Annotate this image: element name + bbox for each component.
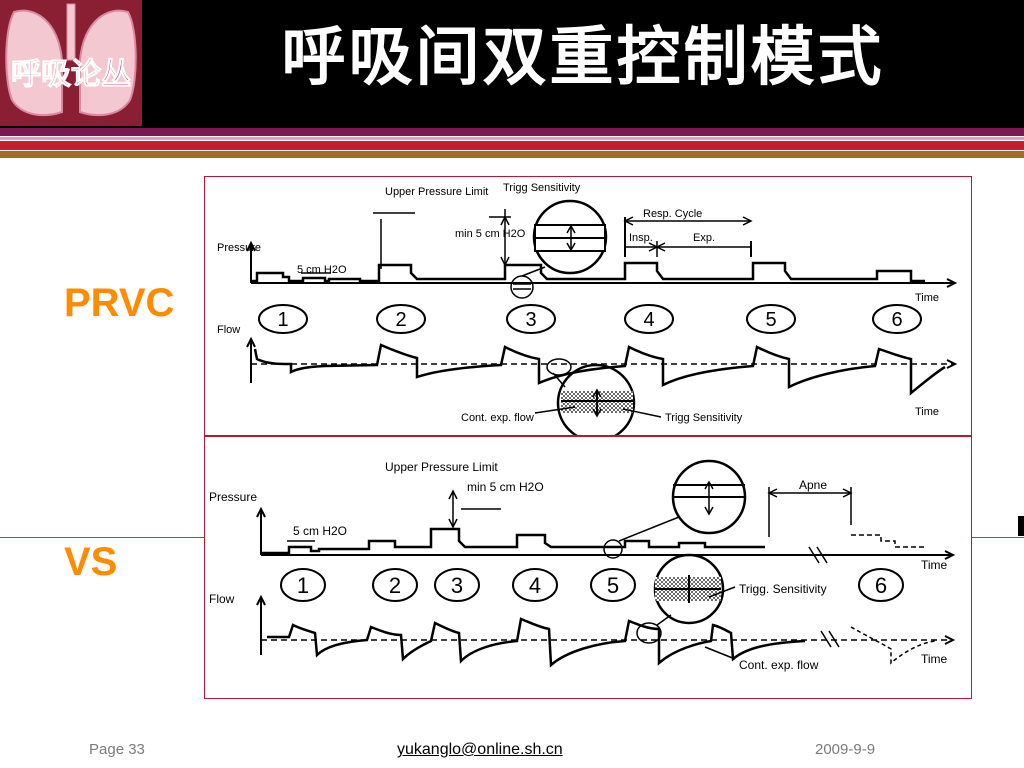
edge-mark bbox=[1018, 516, 1024, 536]
breath-5: 5 bbox=[607, 573, 619, 598]
cont-exp-flow-label: Cont. exp. flow bbox=[739, 658, 819, 672]
upper-limit-label: Upper Pressure Limit bbox=[385, 460, 498, 474]
upper-limit-label: Upper Pressure Limit bbox=[385, 186, 488, 198]
logo-text: 呼吸论丛 bbox=[11, 57, 131, 92]
pressure-axis-label: Pressure bbox=[217, 242, 261, 254]
breath-4: 4 bbox=[529, 573, 541, 598]
stripe-brown bbox=[0, 151, 1024, 158]
lung-logo: 呼吸论丛 bbox=[0, 0, 142, 126]
trigg-sensitivity-top-label: Trigg Sensitivity bbox=[503, 182, 581, 194]
breath-5: 5 bbox=[765, 309, 776, 331]
header-bar: 呼吸论丛 呼吸间双重控制模式 bbox=[0, 0, 1024, 128]
stripe-purple bbox=[0, 128, 1024, 136]
breath-2: 2 bbox=[389, 573, 401, 598]
breath-3: 3 bbox=[451, 573, 463, 598]
trigg-sensitivity-label: Trigg. Sensitivity bbox=[739, 582, 827, 596]
min-5cm-label: min 5 cm H2O bbox=[467, 480, 544, 494]
breath-6: 6 bbox=[891, 309, 902, 331]
flow-axis-label: Flow bbox=[217, 324, 240, 336]
breath-2: 2 bbox=[395, 309, 406, 331]
pressure-axis-label: Pressure bbox=[209, 490, 257, 504]
cont-exp-flow-label: Cont. exp. flow bbox=[461, 412, 534, 424]
breath-3: 3 bbox=[525, 309, 536, 331]
resp-cycle-label: Resp. Cycle bbox=[643, 208, 702, 220]
breath-1: 1 bbox=[297, 573, 309, 598]
cm-h2o-label: 5 cm H2O bbox=[297, 264, 347, 276]
min-5cm-label: min 5 cm H2O bbox=[455, 228, 526, 240]
trigg-sensitivity-bottom-label: Trigg Sensitivity bbox=[665, 412, 743, 424]
stripe-pink bbox=[0, 137, 1024, 140]
stripe-red bbox=[0, 141, 1024, 150]
time-label-pressure: Time bbox=[915, 292, 939, 304]
vs-waveform-panel: 1 2 3 4 5 6 Pressure Flow Upper Pressure… bbox=[204, 436, 972, 699]
breath-6: 6 bbox=[875, 573, 887, 598]
apne-label: Apne bbox=[799, 478, 827, 492]
exp-label: Exp. bbox=[693, 232, 715, 244]
flow-axis-label: Flow bbox=[209, 592, 235, 606]
time-label-pressure: Time bbox=[921, 558, 948, 572]
insp-label: Insp. bbox=[629, 232, 653, 244]
time-label-flow: Time bbox=[921, 652, 948, 666]
prvc-label: PRVC bbox=[64, 281, 175, 325]
breath-4: 4 bbox=[643, 309, 654, 331]
slide-title: 呼吸间双重控制模式 bbox=[281, 21, 885, 95]
cm-h2o-label: 5 cm H2O bbox=[293, 524, 347, 538]
time-label-flow: Time bbox=[915, 406, 939, 418]
vs-label: VS bbox=[64, 540, 118, 584]
breath-1: 1 bbox=[277, 309, 288, 331]
prvc-waveform-panel: 1 2 3 4 5 6 Pressure Flow Upper Pressure… bbox=[204, 176, 972, 436]
footer-page-number: Page 33 bbox=[89, 741, 145, 758]
footer-email-link[interactable]: yukanglo@online.sh.cn bbox=[397, 741, 563, 758]
footer-date: 2009-9-9 bbox=[815, 741, 876, 758]
